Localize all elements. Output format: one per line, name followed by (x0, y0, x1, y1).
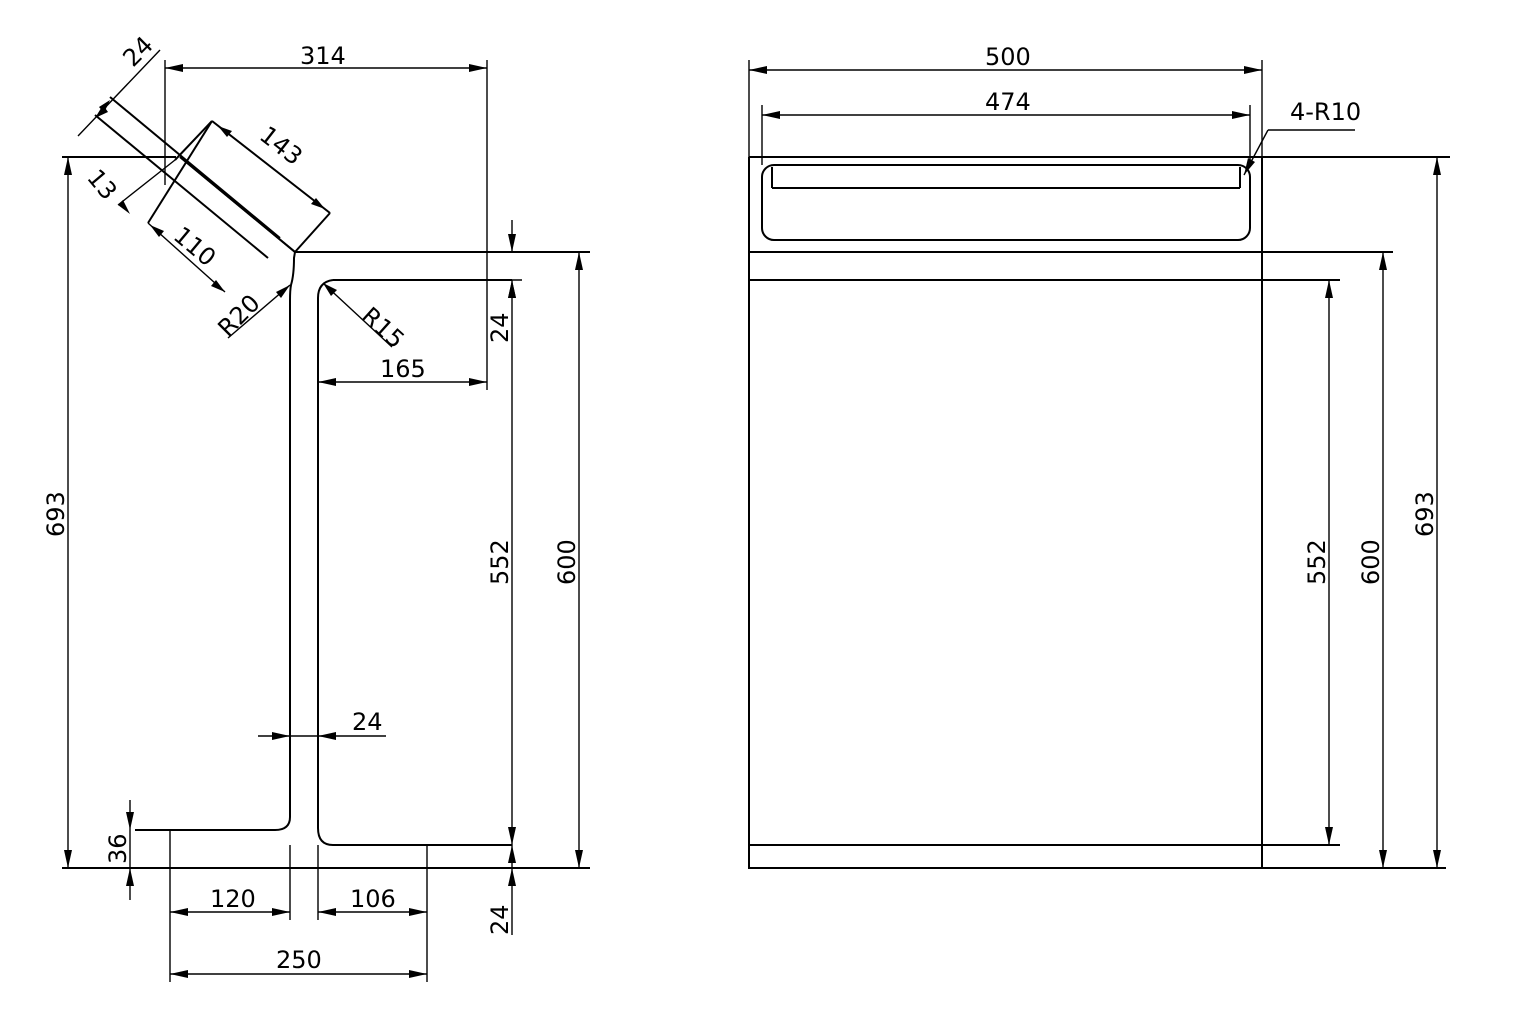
dimension-13: 13 (81, 159, 176, 214)
side-view-outline (748, 251, 1263, 869)
chamfer-block (94, 96, 331, 259)
dim-label-R20: R20 (212, 289, 265, 342)
dim-label-552-front: 552 (486, 539, 514, 585)
dim-label-600-side: 600 (1357, 539, 1385, 585)
dimension-110: 110 (147, 221, 226, 293)
dimension-600-side: 600 (1357, 252, 1387, 868)
dimension-R15: R15 (322, 282, 410, 354)
dimension-500: 500 (748, 43, 1263, 157)
dim-label-474: 474 (985, 88, 1031, 116)
dimension-top-24: 24 (486, 220, 522, 845)
dimension-693-side: 693 (1411, 157, 1441, 868)
side-view: 500 474 4-R10 552 (748, 43, 1450, 869)
dim-label-500: 500 (985, 43, 1031, 71)
front-profile-outline (62, 156, 590, 869)
dimension-552-side: 552 (1303, 280, 1333, 845)
dim-label-120: 120 (210, 885, 256, 913)
front-view: 314 24 143 13 110 (42, 31, 590, 982)
top-slot (761, 164, 1251, 241)
dimension-474: 474 (761, 88, 1251, 165)
dim-label-4-R10: 4-R10 (1290, 98, 1361, 126)
dim-label-143: 143 (254, 121, 307, 171)
dim-label-552-side: 552 (1303, 539, 1331, 585)
dim-label-R15: R15 (356, 302, 410, 354)
dim-label-top-24: 24 (486, 312, 514, 343)
dimension-250: 250 (170, 946, 427, 978)
dim-label-110: 110 (168, 221, 221, 272)
dim-label-250: 250 (276, 946, 322, 974)
dim-label-web-24: 24 (352, 708, 383, 736)
dimension-600-front: 600 (553, 252, 583, 868)
dim-label-chamfer-24: 24 (117, 31, 158, 72)
dim-label-13: 13 (81, 164, 122, 205)
dimension-36: 36 (104, 800, 134, 900)
dimension-chamfer-24: 24 (77, 31, 161, 137)
dimension-web-24: 24 (258, 708, 386, 740)
dimension-4-R10: 4-R10 (1243, 98, 1361, 176)
dim-label-314: 314 (300, 42, 346, 70)
dimension-693-front: 693 (42, 157, 72, 868)
dimension-165: 165 (318, 355, 487, 386)
dim-label-106: 106 (350, 885, 396, 913)
dim-label-165: 165 (380, 355, 426, 383)
dimension-106: 106 (318, 885, 427, 916)
dim-label-693-side: 693 (1411, 491, 1439, 537)
dim-label-36: 36 (104, 833, 132, 864)
dimension-314: 314 (164, 42, 488, 390)
dimension-R20: R20 (212, 284, 291, 342)
dimension-120: 120 (170, 885, 290, 916)
dimension-552-front: 552 (486, 280, 516, 845)
dim-label-693-front: 693 (42, 491, 70, 537)
dim-label-600-front: 600 (553, 539, 581, 585)
dimension-bottom-24: 24 (486, 845, 516, 935)
dim-label-bottom-24: 24 (486, 904, 514, 935)
